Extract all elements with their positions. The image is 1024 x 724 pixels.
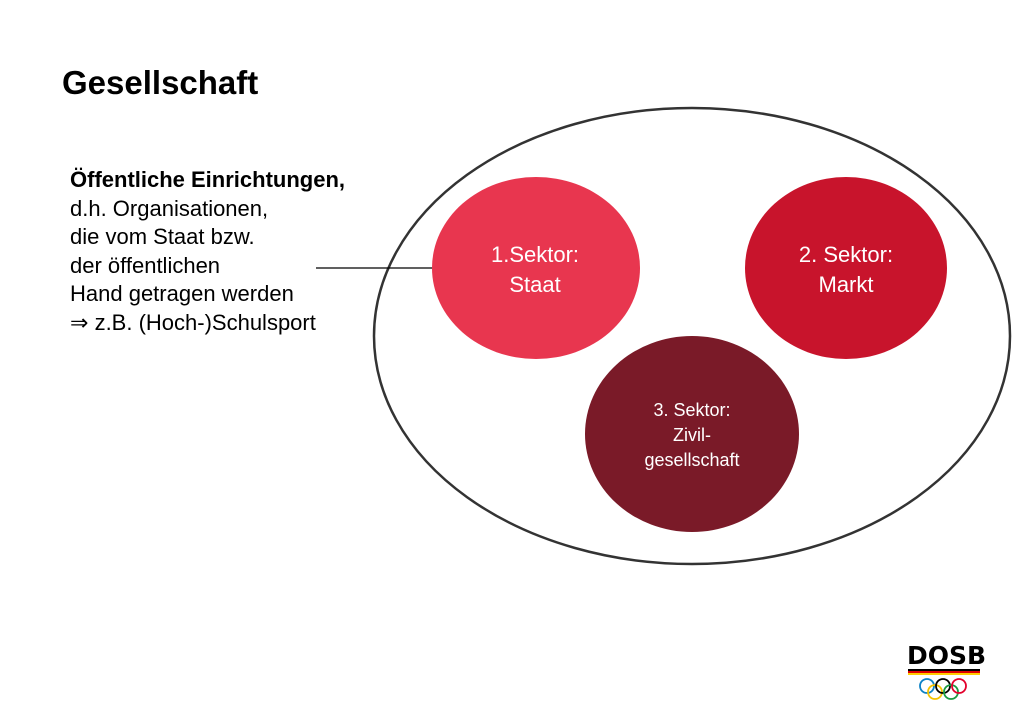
society-ellipse bbox=[372, 106, 1012, 566]
olympic-rings-icon bbox=[919, 678, 967, 700]
sector-3-title: 3. Sektor: bbox=[653, 400, 731, 420]
dosb-logo: DOSB bbox=[907, 641, 985, 700]
sector-1-label: 1.Sektor: Staat bbox=[460, 240, 610, 300]
text-line-example: ⇒ z.B. (Hoch-)Schulsport bbox=[70, 309, 345, 338]
text-line: Hand getragen werden bbox=[70, 281, 294, 306]
text-line: d.h. Organisationen, bbox=[70, 195, 269, 221]
sector-3-label: 3. Sektor: Zivil- gesellschaft bbox=[607, 398, 777, 473]
page-title: Gesellschaft bbox=[62, 64, 259, 101]
implies-arrow-icon: ⇒ bbox=[70, 309, 89, 335]
svg-text:DOSB: DOSB bbox=[907, 641, 985, 670]
sector-2-circle bbox=[745, 177, 947, 359]
sector-1-title: 1.Sektor: bbox=[490, 242, 580, 267]
sector-3-circle bbox=[585, 336, 799, 532]
text-line: die vom Staat bzw. bbox=[70, 224, 255, 249]
sector-3-name-part2: gesellschaft bbox=[644, 450, 740, 470]
description-text: Öffentliche Einrichtungen, d.h. Organisa… bbox=[70, 166, 345, 337]
sector-1-circle bbox=[432, 177, 640, 359]
text-line: der öffentlichen bbox=[70, 252, 221, 278]
example-text: z.B. (Hoch-)Schulsport bbox=[94, 309, 316, 335]
sector-2-name: Markt bbox=[818, 272, 874, 297]
sector-3-name-part1: Zivil- bbox=[673, 425, 711, 445]
text-line-heading: Öffentliche Einrichtungen, bbox=[70, 167, 346, 192]
sector-2-label: 2. Sektor: Markt bbox=[771, 240, 921, 300]
sector-2-title: 2. Sektor: bbox=[798, 242, 894, 267]
sector-1-name: Staat bbox=[509, 272, 561, 297]
